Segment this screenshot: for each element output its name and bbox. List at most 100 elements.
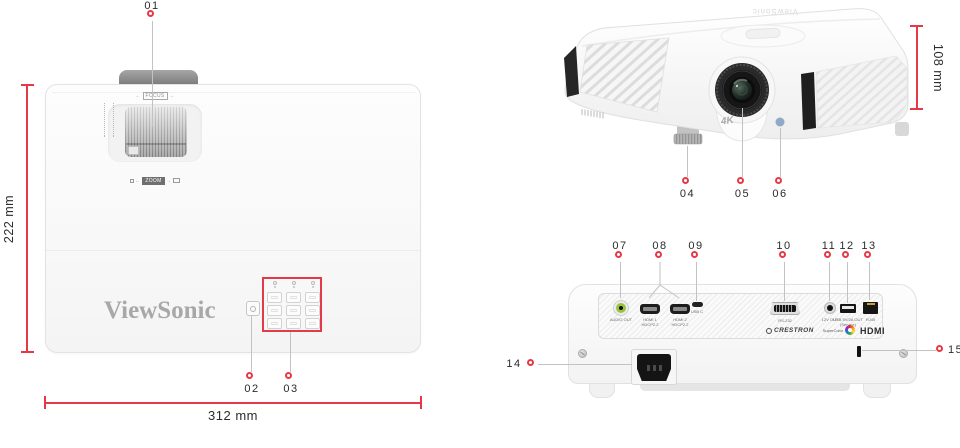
callout-label-02: 02 xyxy=(244,383,260,395)
keypad-button-2 xyxy=(286,292,301,303)
top-dial-edge xyxy=(745,27,781,40)
rs232-label: RS-232 xyxy=(778,318,792,323)
callout-marker-13 xyxy=(864,251,871,258)
zoom-ring-band xyxy=(126,143,186,145)
zoom-marking: ← ZOOM → xyxy=(102,177,208,185)
control-keypad xyxy=(262,277,322,332)
top-view-lid-seam xyxy=(52,92,416,93)
callout-line-11 xyxy=(829,262,830,301)
left-trim-strip xyxy=(564,46,579,97)
callout-line-14 xyxy=(538,364,632,365)
kensington-lock-slot xyxy=(857,346,861,357)
hdmi-2-sublabel: HDCP2.2 xyxy=(671,322,689,327)
top-view-body-seam xyxy=(46,250,420,251)
callout-line-13 xyxy=(869,262,870,300)
callout-label-06: 06 xyxy=(772,188,788,200)
height-dimension-line xyxy=(26,85,28,352)
callout-line-09 xyxy=(696,262,697,301)
callout-label-05: 05 xyxy=(734,188,751,200)
left-vent-grille xyxy=(579,37,670,113)
rj45-port xyxy=(863,302,878,314)
callout-line-03 xyxy=(290,332,291,372)
power-icon xyxy=(250,305,256,312)
callout-line-08 xyxy=(648,262,680,299)
screw xyxy=(578,349,587,358)
callout-marker-14 xyxy=(527,359,534,366)
callout-marker-12 xyxy=(842,251,849,258)
crestron-logo: CRESTRON xyxy=(766,327,814,334)
callout-label-11: 11 xyxy=(821,240,837,252)
hdmi-1-sublabel: HDCP2.2 xyxy=(641,322,659,327)
zoom-arrow-left-icon: ← xyxy=(135,178,141,184)
dimension-tick xyxy=(420,396,422,409)
callout-label-14: 14 xyxy=(506,358,522,370)
audio-out-label: AUDIO OUT xyxy=(609,317,633,322)
rear-foot xyxy=(895,122,909,136)
usb-a-label: USB 5V/2A OUT xyxy=(833,317,863,322)
usb-c-label: USB C xyxy=(690,309,704,314)
callout-label-09: 09 xyxy=(688,240,704,252)
zoom-ring-notch xyxy=(128,146,139,155)
keypad-button-6 xyxy=(305,305,320,316)
top-view-lens-cap xyxy=(119,70,198,86)
width-dimension-line xyxy=(45,402,421,404)
dimension-tick xyxy=(910,108,923,110)
zoom-arrow-right-icon: → xyxy=(166,178,172,184)
callout-marker-10 xyxy=(779,251,786,258)
callout-marker-01 xyxy=(147,10,154,17)
lens xyxy=(715,63,769,117)
keypad-button-7 xyxy=(267,318,282,329)
focus-arrow-left-icon: ← xyxy=(135,93,141,99)
callout-line-15 xyxy=(862,350,936,351)
rear-left-foot xyxy=(589,383,615,398)
focus-arrow-right-icon: → xyxy=(169,93,175,99)
lamp-led-icon xyxy=(310,281,315,285)
keypad-button-3 xyxy=(305,292,320,303)
top-face-logo: ViewSonic xyxy=(752,7,798,16)
crestron-logo-icon xyxy=(766,327,772,334)
hdmi-2-label: HDMI 2 xyxy=(673,317,687,322)
callout-line-12 xyxy=(847,262,848,303)
power-indicator xyxy=(267,281,282,290)
hdmi-1-port xyxy=(640,304,660,314)
callout-label-15: 15 xyxy=(948,344,960,356)
callout-marker-08 xyxy=(655,251,662,258)
12v-out-port xyxy=(824,302,836,314)
right-vent-grille xyxy=(815,55,908,129)
12v-out-label: 12V OUT xyxy=(821,317,839,322)
height-dimension-label: 222 mm xyxy=(2,194,16,244)
callout-line-04 xyxy=(687,146,688,177)
keypad-button-5 xyxy=(286,305,301,316)
zoom-large-square-icon xyxy=(173,178,181,184)
4k-badge: 4K xyxy=(719,115,735,128)
callout-marker-03 xyxy=(285,372,292,379)
ir-sensor xyxy=(775,117,785,127)
temp-indicator xyxy=(286,281,301,290)
right-trim-strip xyxy=(801,72,816,130)
top-view-projector-body: ← FOCUS → ← ZOOM → ViewSonic xyxy=(45,84,421,353)
callout-line-06 xyxy=(780,128,781,177)
callout-label-12: 12 xyxy=(839,240,855,252)
keypad-button-1 xyxy=(267,292,282,303)
callout-label-13: 13 xyxy=(861,240,877,252)
keypad-button-9 xyxy=(305,318,320,329)
viewsonic-logo: ViewSonic xyxy=(104,297,216,324)
callout-label-01: 01 xyxy=(144,0,160,12)
callout-line-07 xyxy=(620,262,621,298)
perspective-view: ViewSonic 4K xyxy=(564,7,909,145)
rj45-label: RJ45 xyxy=(865,317,876,322)
usb-a-port xyxy=(840,304,856,313)
keypad-button-8 xyxy=(286,318,301,329)
ac-power-inlet xyxy=(637,354,671,381)
rear-bottom-shadow xyxy=(640,383,850,391)
zoom-label: ZOOM xyxy=(142,177,165,185)
focus-label: FOCUS xyxy=(142,92,168,100)
rear-right-foot xyxy=(863,383,891,398)
supercolor-logo: SuperColor xyxy=(822,328,843,333)
dimension-tick xyxy=(21,351,34,353)
callout-marker-15 xyxy=(936,345,943,352)
callout-marker-05 xyxy=(737,177,744,184)
width-dimension-label: 312 mm xyxy=(208,408,258,423)
callout-label-03: 03 xyxy=(283,383,299,395)
